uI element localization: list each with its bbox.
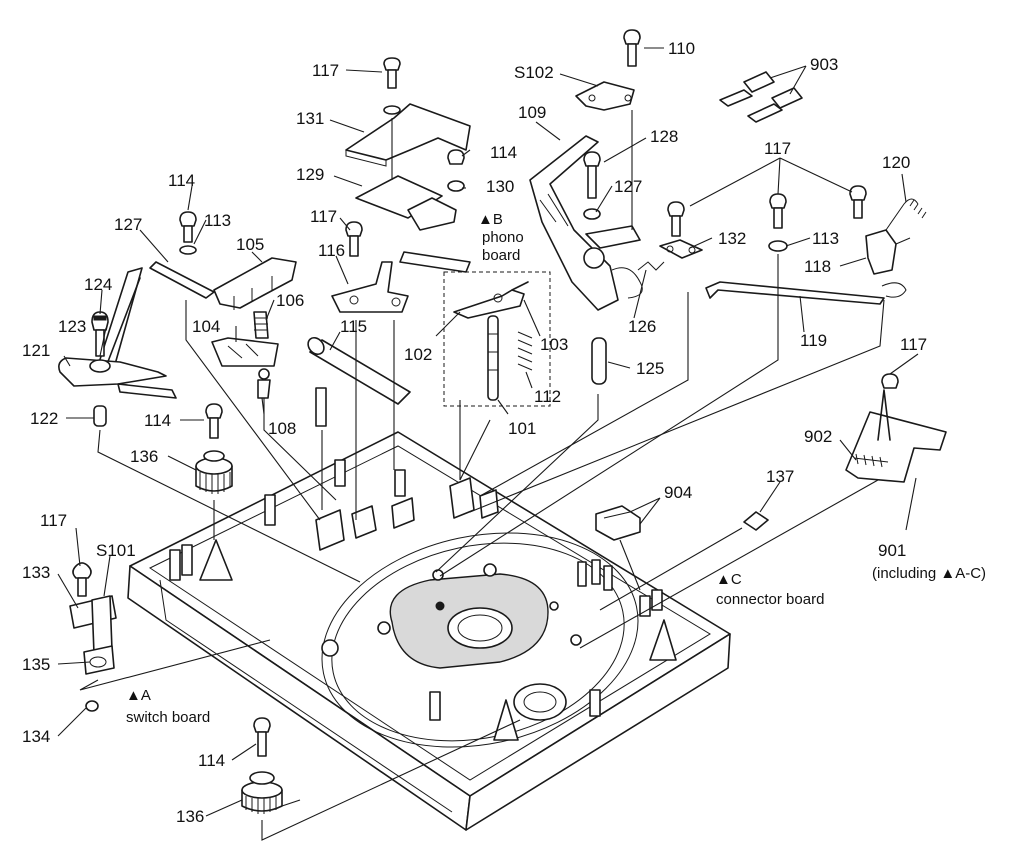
callout-112: 112 — [534, 387, 561, 406]
callout-117: 117 — [900, 335, 927, 354]
callout-902: 902 — [804, 427, 832, 446]
callout-114: 114 — [490, 143, 517, 162]
callout-109: 109 — [518, 103, 546, 122]
callout-122: 122 — [30, 409, 58, 428]
callout-904: 904 — [664, 483, 692, 502]
callout-128: 128 — [650, 127, 678, 146]
callout-123: 123 — [58, 317, 86, 336]
callout-120: 120 — [882, 153, 910, 172]
callout-s101: S101 — [96, 541, 136, 560]
connector-board-mark: ▲C — [716, 571, 742, 588]
plate-131-129 — [345, 57, 471, 273]
connector-903-pair — [719, 71, 803, 123]
alignment-lines — [79, 110, 885, 841]
connector-904 — [595, 505, 769, 541]
callout-117: 117 — [312, 61, 339, 80]
callout-108: 108 — [268, 419, 296, 438]
callout-117: 117 — [40, 511, 67, 530]
board-labels: ▲B phono board ▲C connector board ▲A swi… — [126, 211, 986, 726]
callout-131: 131 — [296, 109, 324, 128]
bracket-assembly-left — [149, 211, 297, 399]
callout-130: 130 — [486, 177, 514, 196]
callout-119: 119 — [800, 331, 827, 350]
switch-board-label: switch board — [126, 709, 210, 726]
switch-board-mark: ▲A — [126, 687, 151, 704]
callout-129: 129 — [296, 165, 324, 184]
foot-knob-136-upper — [195, 403, 233, 494]
board-901 — [845, 373, 947, 483]
callout-121: 121 — [22, 341, 50, 360]
callout-127: 127 — [114, 215, 142, 234]
callout-118: 118 — [804, 257, 831, 276]
lever-109-assembly — [529, 29, 643, 385]
callout-135: 135 — [22, 655, 50, 674]
callout-113: 113 — [204, 211, 231, 230]
foot-knob-136-lower — [241, 717, 283, 814]
callout-s102: S102 — [514, 63, 554, 82]
callout-133: 133 — [22, 563, 50, 582]
phono-board-mark: ▲B — [478, 211, 503, 228]
right-link-assembly — [637, 185, 927, 305]
callout-117: 117 — [764, 139, 791, 158]
callout-115: 115 — [340, 317, 367, 336]
callout-903: 903 — [810, 55, 838, 74]
phono-switch-group — [443, 271, 551, 407]
callout-105: 105 — [236, 235, 264, 254]
switch-board-assembly — [69, 562, 117, 712]
callout-126: 126 — [628, 317, 656, 336]
callout-114: 114 — [144, 411, 171, 430]
callout-132: 132 — [718, 229, 746, 248]
callout-124: 124 — [84, 275, 112, 294]
connector-board-label: connector board — [716, 591, 824, 608]
callout-136: 136 — [176, 807, 204, 826]
callout-125: 125 — [636, 359, 664, 378]
callout-106: 106 — [276, 291, 304, 310]
callout-114: 114 — [168, 171, 195, 190]
board-901-including: (including ▲A-C) — [872, 565, 986, 582]
callout-901: 901 — [878, 541, 906, 560]
callout-134: 134 — [22, 727, 50, 746]
shaft-115 — [307, 336, 411, 427]
callout-103: 103 — [540, 335, 568, 354]
callout-113: 113 — [812, 229, 839, 248]
callout-114: 114 — [198, 751, 225, 770]
phono-board-label: board — [482, 247, 520, 264]
callout-137: 137 — [766, 467, 794, 486]
callout-101: 101 — [508, 419, 536, 438]
phono-board-word: phono — [482, 229, 524, 246]
chassis-base — [127, 431, 731, 831]
bracket-116 — [331, 221, 409, 313]
callout-104: 104 — [192, 317, 220, 336]
arm-lift-assembly — [58, 267, 177, 427]
callout-labels: 117 110 S102 903 131 109 114 128 117 129… — [22, 39, 927, 826]
callout-127: 127 — [614, 177, 642, 196]
callout-136: 136 — [130, 447, 158, 466]
callout-116: 116 — [318, 241, 345, 260]
callout-102: 102 — [404, 345, 432, 364]
callout-leaders — [57, 47, 919, 817]
callout-117: 117 — [310, 207, 337, 226]
callout-110: 110 — [668, 39, 695, 58]
